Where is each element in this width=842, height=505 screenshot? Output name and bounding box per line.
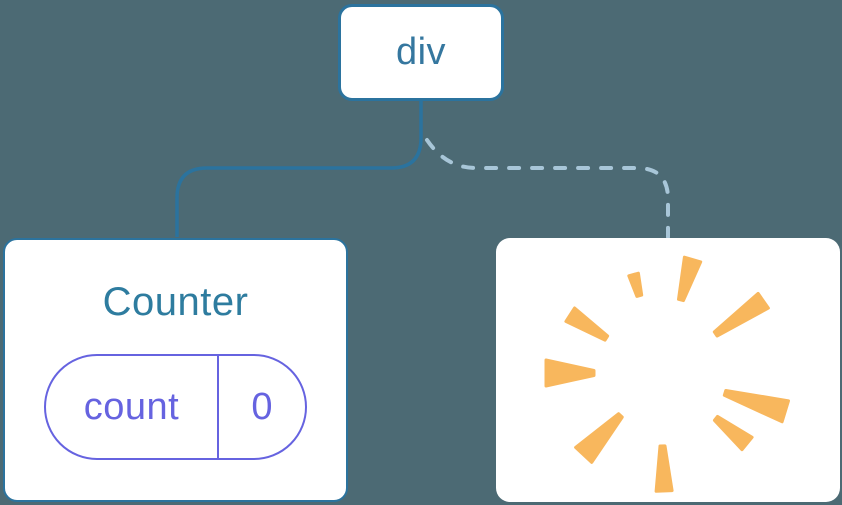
connector-dashed-line [425, 138, 670, 239]
counter-title: Counter [102, 280, 249, 324]
tree-node-div-label: div [395, 31, 447, 73]
poof-ray [722, 389, 790, 424]
tree-node-div: div [338, 4, 504, 101]
state-value-label: 0 [251, 385, 273, 428]
poof-ray [712, 291, 770, 338]
state-name-label: count [46, 356, 219, 458]
state-badge: count 0 [44, 354, 307, 460]
poof-icon [544, 255, 790, 493]
poof-ray [564, 306, 610, 342]
poof-ray [677, 255, 703, 303]
tree-node-removed [496, 238, 840, 502]
tree-node-counter: Counter count 0 [3, 238, 348, 502]
poof-ray [627, 271, 644, 298]
poof-ray [544, 358, 596, 388]
poof-ray [712, 414, 754, 452]
poof-ray [654, 444, 674, 493]
connector-solid-line [175, 101, 423, 237]
poof-ray [574, 412, 624, 464]
